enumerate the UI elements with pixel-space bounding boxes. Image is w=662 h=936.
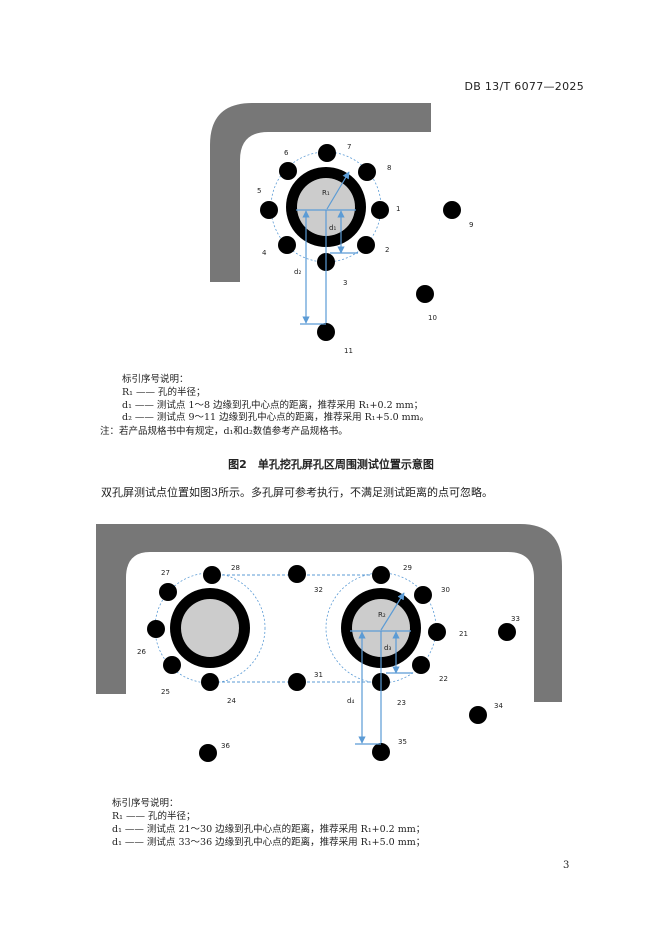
label-30: 30 <box>441 586 450 594</box>
legend-3-r1: R₁ —— 孔的半径； <box>112 811 196 822</box>
test-point-31 <box>288 673 306 691</box>
label-1: 1 <box>396 205 400 213</box>
test-points-3 <box>147 565 516 762</box>
label-29: 29 <box>403 564 412 572</box>
label-22: 22 <box>439 675 448 683</box>
body-paragraph: 双孔屏测试点位置如图3所示。多孔屏可参考执行，不满足测试距离的点可忽略。 <box>101 486 493 499</box>
test-point-28 <box>203 566 221 584</box>
test-point-34 <box>469 706 487 724</box>
legend-2-note: 注：若产品规格书中有规定，d₁和d₂数值参考产品规格书。 <box>100 426 348 437</box>
label-10: 10 <box>428 314 437 322</box>
test-point-7 <box>318 144 336 162</box>
test-point-4 <box>278 236 296 254</box>
page-number: 3 <box>563 860 570 871</box>
legend-2-title: 标引序号说明： <box>122 374 189 385</box>
label-9: 9 <box>469 221 473 229</box>
test-point-10 <box>416 285 434 303</box>
test-point-24 <box>201 673 219 691</box>
label-31: 31 <box>314 671 323 679</box>
label-36: 36 <box>221 742 230 750</box>
label-3: 3 <box>343 279 347 287</box>
legend-3-d1-far: d₁ —— 测试点 33～36 边缘到孔中心点的距离，推荐采用 R₁+5.0 m… <box>112 837 426 848</box>
screen-frame <box>210 103 431 282</box>
test-point-32 <box>288 565 306 583</box>
test-point-36 <box>199 744 217 762</box>
figure-2-diagram: 1 2 3 4 5 6 7 8 9 10 11 R₁ d₁ d₂ <box>210 103 473 355</box>
test-point-2 <box>357 236 375 254</box>
legend-3-d1: d₁ —— 测试点 21～30 边缘到孔中心点的距离，推荐采用 R₁+0.2 m… <box>112 824 426 835</box>
test-point-22 <box>412 656 430 674</box>
screen-frame-double <box>96 524 562 702</box>
label-34: 34 <box>494 702 503 710</box>
legend-2-r1: R₁ —— 孔的半径； <box>122 387 206 398</box>
label-28: 28 <box>231 564 240 572</box>
test-point-1 <box>371 201 389 219</box>
legend-2-d1: d₁ —— 测试点 1～8 边缘到孔中心点的距离，推荐采用 R₁+0.2 mm； <box>122 400 424 411</box>
legend-2-d2: d₂ —— 测试点 9～11 边缘到孔中心点的距离，推荐采用 R₁+5.0 mm… <box>122 412 430 423</box>
figure-3-diagram: 21 22 23 24 25 26 27 28 29 30 31 32 33 3… <box>96 524 562 762</box>
label-25: 25 <box>161 688 170 696</box>
test-point-21 <box>428 623 446 641</box>
test-point-29 <box>372 566 390 584</box>
left-hole <box>181 599 239 657</box>
test-point-35 <box>372 743 390 761</box>
test-point-11 <box>317 323 335 341</box>
label-24: 24 <box>227 697 236 705</box>
label-d3: d₃ <box>384 644 391 652</box>
label-d1: d₁ <box>329 224 336 232</box>
label-23: 23 <box>397 699 406 707</box>
label-21: 21 <box>459 630 468 638</box>
r2-arrow <box>380 592 405 631</box>
test-point-8 <box>358 163 376 181</box>
label-d4: d₄ <box>347 697 354 705</box>
label-4: 4 <box>262 249 267 257</box>
doc-id-header: DB 13/T 6077—2025 <box>464 80 584 93</box>
test-point-30 <box>414 586 432 604</box>
label-r1: R₁ <box>322 189 330 197</box>
label-2: 2 <box>385 246 389 254</box>
label-33: 33 <box>511 615 520 623</box>
label-r2: R₂ <box>378 611 386 619</box>
label-8: 8 <box>387 164 391 172</box>
label-26: 26 <box>137 648 146 656</box>
label-32: 32 <box>314 586 323 594</box>
test-point-5 <box>260 201 278 219</box>
r1-arrow <box>326 171 350 210</box>
test-point-6 <box>279 162 297 180</box>
label-7: 7 <box>347 143 351 151</box>
label-d2: d₂ <box>294 268 301 276</box>
label-11: 11 <box>344 347 353 355</box>
test-point-25 <box>163 656 181 674</box>
test-point-9 <box>443 201 461 219</box>
test-points <box>260 144 461 341</box>
legend-3-title: 标引序号说明： <box>112 798 179 809</box>
test-point-26 <box>147 620 165 638</box>
test-point-33 <box>498 623 516 641</box>
label-27: 27 <box>161 569 170 577</box>
label-35: 35 <box>398 738 407 746</box>
figure-2-caption: 图2 单孔挖孔屏孔区周围测试位置示意图 <box>228 458 434 471</box>
label-6: 6 <box>284 149 289 157</box>
label-5: 5 <box>257 187 261 195</box>
test-point-27 <box>159 583 177 601</box>
